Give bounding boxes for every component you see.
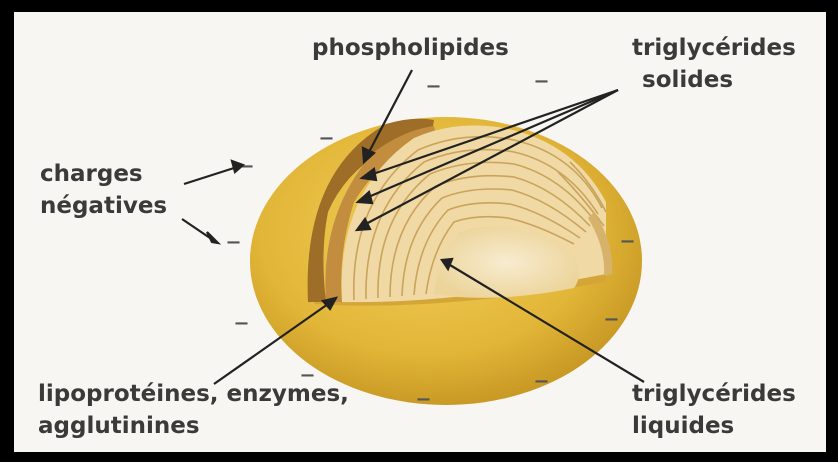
label-phospholipides: phospholipides bbox=[312, 34, 509, 62]
label-triglycerides-solides-line2: solides bbox=[642, 66, 733, 94]
charge-sign: – bbox=[234, 305, 249, 340]
charge-sign: – bbox=[416, 381, 431, 416]
label-charges-line1: charges bbox=[40, 160, 143, 188]
label-lipoproteines-line1: lipoprotéines, enzymes, bbox=[38, 380, 349, 408]
charge-sign: – bbox=[620, 223, 635, 258]
label-lipoproteines-line2: agglutinines bbox=[38, 412, 200, 440]
label-triglycerides-liquides-line2: liquides bbox=[632, 412, 734, 440]
charge-sign: – bbox=[604, 301, 619, 336]
charge-sign: – bbox=[426, 68, 441, 103]
charge-sign: – bbox=[534, 63, 549, 98]
diagram-frame: – – – – – – – – – – – bbox=[14, 12, 826, 452]
charge-sign: – bbox=[319, 120, 334, 155]
label-triglycerides-solides-line1: triglycérides bbox=[632, 34, 796, 62]
label-charges-line2: négatives bbox=[40, 192, 167, 220]
label-triglycerides-liquides-line1: triglycérides bbox=[632, 380, 796, 408]
charge-sign: – bbox=[226, 224, 241, 259]
charge-sign: – bbox=[534, 363, 549, 398]
